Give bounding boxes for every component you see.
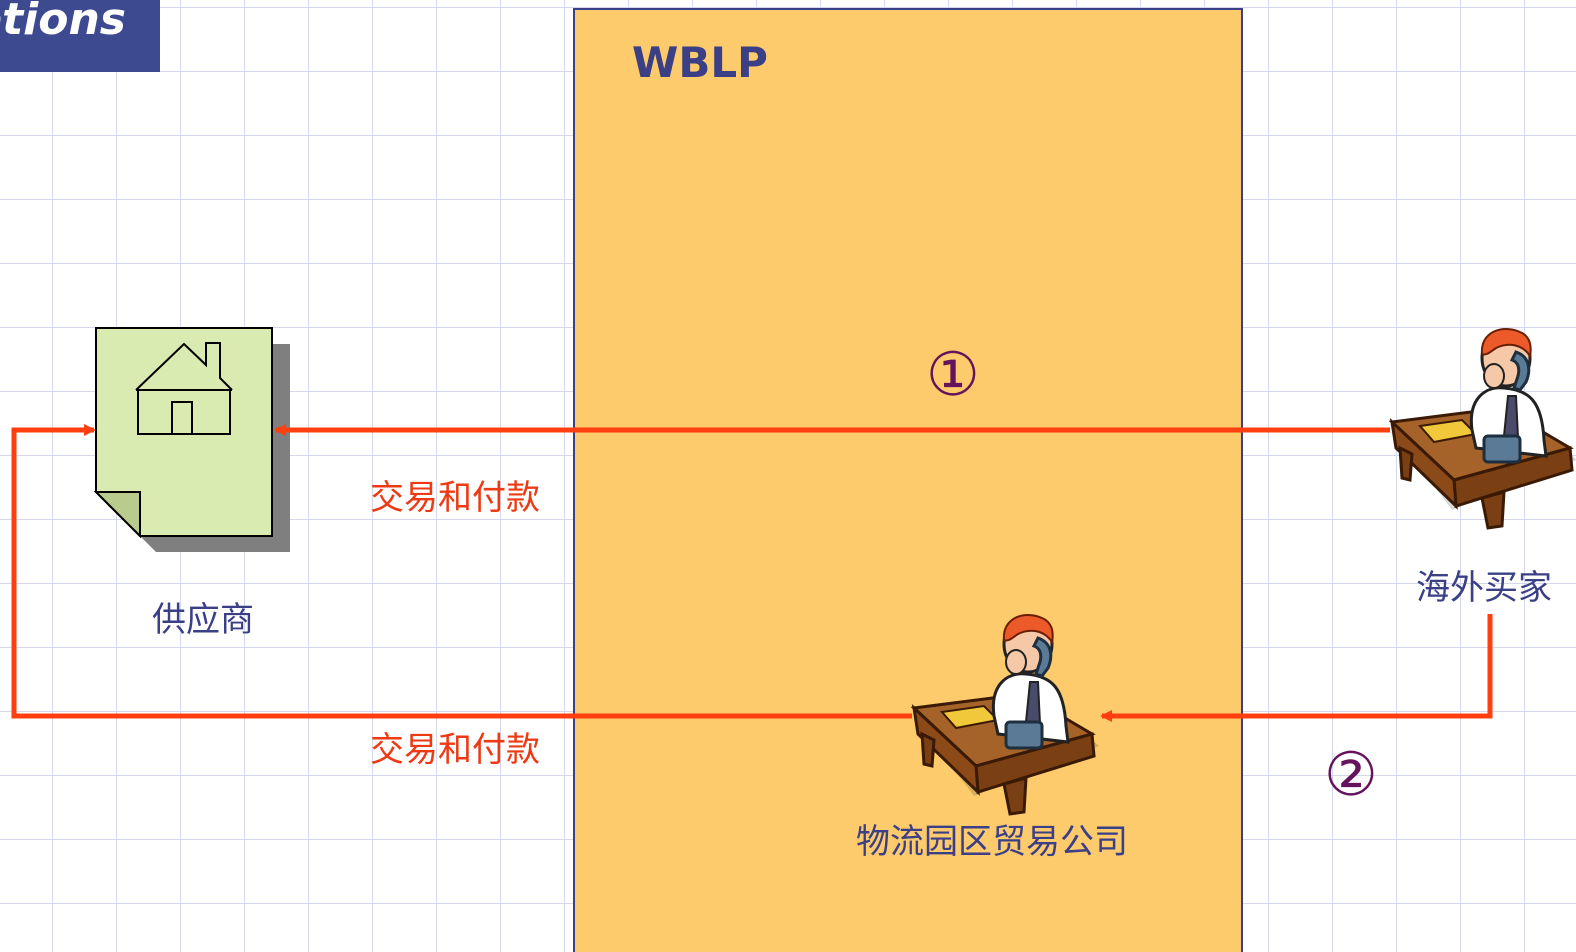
house-icon <box>135 342 233 435</box>
overseas-buyer-label: 海外买家 <box>1416 568 1552 608</box>
supplier-label: 供应商 <box>152 600 254 640</box>
arrow-buyer-to-company <box>1100 614 1493 722</box>
arrow-company-to-supplier <box>11 424 912 719</box>
supplier-document-icon <box>93 327 290 552</box>
flow-label-bottom: 交易和付款 <box>370 730 540 770</box>
step-one-marker: ① <box>926 340 980 410</box>
title-tab-text: ptions <box>0 0 126 45</box>
step-two-marker: ② <box>1324 740 1378 810</box>
title-tab: ptions <box>0 0 160 72</box>
overseas-buyer-icon <box>1390 327 1576 530</box>
flow-label-top: 交易和付款 <box>370 478 540 518</box>
trading-company-label: 物流园区贸易公司 <box>856 822 1128 862</box>
wblp-zone <box>573 8 1243 952</box>
wblp-label: WBLP <box>632 38 768 87</box>
